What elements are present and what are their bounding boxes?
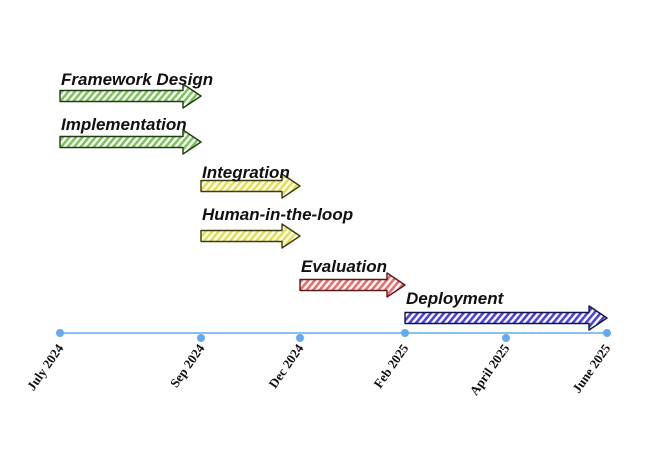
task-arrow-framework-design	[59, 83, 202, 109]
date-label-june-2025: June 2025	[569, 341, 614, 396]
date-label-sep-2024: Sep 2024	[167, 341, 208, 391]
date-label-feb-2025: Feb 2025	[370, 341, 411, 391]
date-label-dec-2024: Dec 2024	[265, 341, 306, 391]
task-label-human-in-the-loop: Human-in-the-loop	[202, 205, 353, 224]
tick-marker-feb-2025	[401, 329, 409, 337]
task-label-framework-design: Framework Design	[61, 70, 213, 89]
timeline-axis: July 2024 Sep 2024 Dec 2024 Feb 2025 April 2…	[24, 329, 614, 398]
task-arrow-integration	[200, 173, 301, 199]
tick-marker-sep-2024	[197, 334, 205, 342]
task-arrow-evaluation	[299, 272, 406, 298]
tick-marker-july-2024	[56, 329, 64, 337]
task-label-integration: Integration	[202, 163, 290, 182]
date-label-july-2024: July 2024	[24, 341, 67, 394]
tick-marker-april-2025	[502, 334, 510, 342]
tick-marker-june-2025	[603, 329, 611, 337]
tick-marker-dec-2024	[296, 334, 304, 342]
task-arrow-deployment	[404, 305, 608, 331]
date-label-april-2025: April 2025	[466, 341, 512, 398]
task-label-deployment: Deployment	[406, 289, 505, 308]
task-bars: Framework DesignImplementationIntegratio…	[59, 70, 608, 331]
task-arrow-implementation	[59, 129, 202, 155]
task-arrow-human-in-the-loop	[200, 223, 301, 249]
task-label-evaluation: Evaluation	[301, 257, 387, 276]
task-label-implementation: Implementation	[61, 115, 187, 134]
